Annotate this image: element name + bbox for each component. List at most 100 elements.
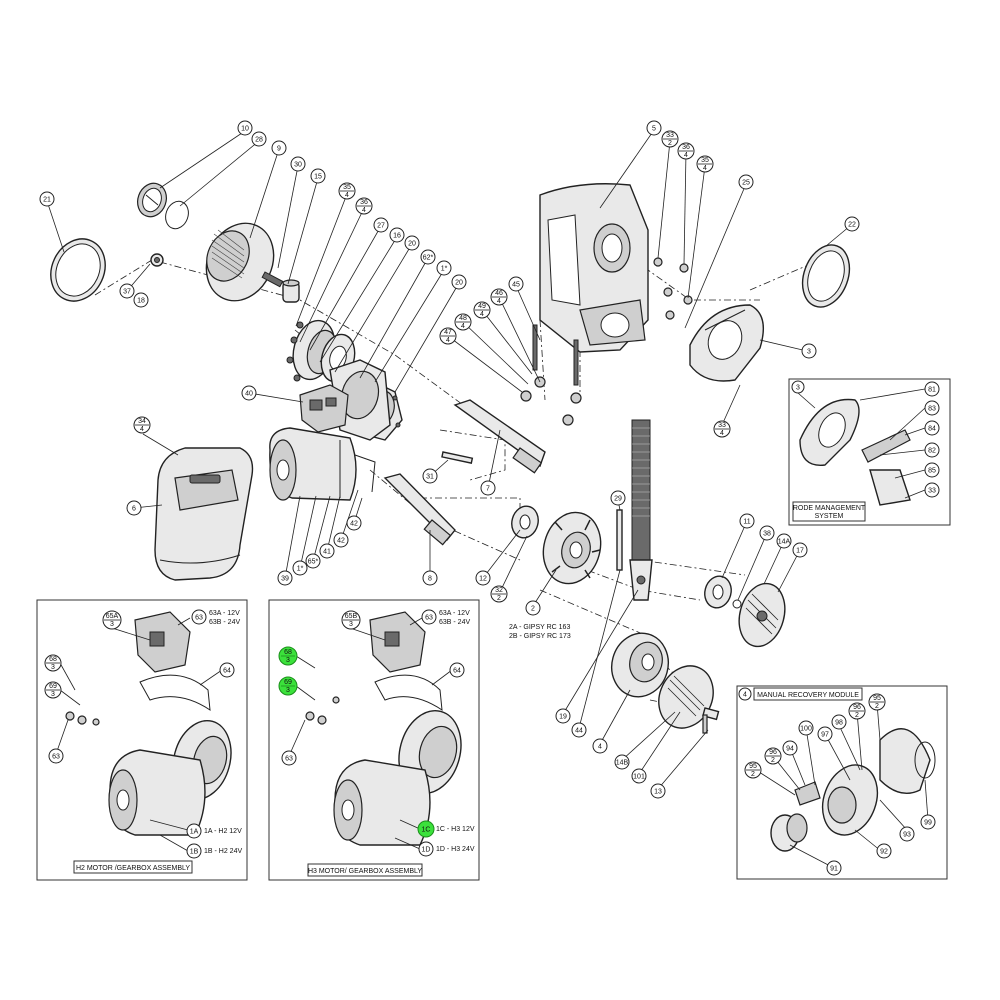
svg-text:3: 3	[51, 664, 55, 671]
svg-text:16: 16	[393, 233, 401, 240]
svg-text:3: 3	[286, 687, 290, 694]
svg-text:2: 2	[771, 757, 775, 764]
callout-20-a: 20	[404, 235, 420, 251]
recovery-callouts: 4 952 962 94 100 97 98 962 952 93 99 92 …	[738, 687, 936, 876]
part-washer-37-18	[150, 253, 164, 267]
svg-text:41: 41	[323, 549, 331, 556]
callout-62: 62*	[420, 249, 436, 265]
recovery-callout-91: 91	[826, 860, 842, 876]
svg-text:93: 93	[903, 832, 911, 839]
callout-17: 17	[792, 542, 808, 558]
callout-3: 3	[801, 343, 817, 359]
part-seal-ring-21	[50, 238, 106, 302]
svg-text:14A: 14A	[778, 539, 791, 546]
svg-text:2: 2	[497, 595, 501, 602]
svg-text:65A: 65A	[106, 613, 119, 620]
callout-47-4: 474	[439, 327, 457, 345]
callout-40: 40	[241, 385, 257, 401]
h3-assembly-frame	[268, 599, 480, 881]
h3-title: H3 MOTOR/ GEARBOX ASSEMBLY	[308, 868, 422, 875]
callout-4: 4	[592, 738, 608, 754]
callout-11: 11	[739, 513, 755, 529]
callout-49-4: 494	[473, 301, 491, 319]
callout-27: 27	[373, 217, 389, 233]
callout-48-4: 484	[454, 313, 472, 331]
svg-text:2: 2	[855, 712, 859, 719]
svg-text:63: 63	[52, 754, 60, 761]
callout-45: 45	[508, 276, 524, 292]
part-cover-plate-3	[689, 304, 764, 382]
svg-text:12: 12	[479, 576, 487, 583]
svg-text:33: 33	[718, 422, 726, 429]
callout-19: 19	[555, 708, 571, 724]
h2-label-63b: 63B - 24V	[209, 619, 240, 626]
callout-14a: 14A	[776, 533, 792, 549]
svg-text:84: 84	[928, 426, 936, 433]
svg-text:1D: 1D	[422, 847, 431, 854]
callout-30: 30	[290, 156, 306, 172]
svg-text:14B: 14B	[616, 760, 629, 767]
h2-callout-69: 693	[44, 681, 62, 699]
part-shaft-8	[383, 473, 456, 546]
svg-text:38: 38	[763, 531, 771, 538]
svg-text:2: 2	[751, 771, 755, 778]
svg-text:100: 100	[800, 726, 812, 733]
part-gipsy-2	[542, 511, 602, 585]
svg-text:33: 33	[928, 488, 936, 495]
svg-text:25: 25	[742, 180, 750, 187]
svg-text:30: 30	[294, 162, 302, 169]
svg-text:92: 92	[880, 849, 888, 856]
svg-text:3: 3	[807, 349, 811, 356]
svg-text:2A - GIPSY RC 163: 2A - GIPSY RC 163	[509, 624, 570, 631]
callout-65-star: 65*	[305, 553, 321, 569]
part-bolt-13	[702, 707, 720, 734]
h2-callout-1b: 1B	[186, 843, 202, 859]
callout-25: 25	[738, 174, 754, 190]
svg-text:65B: 65B	[345, 613, 358, 620]
svg-text:8: 8	[428, 576, 432, 583]
svg-text:4: 4	[743, 692, 747, 699]
callout-33-4: 334	[713, 420, 731, 438]
svg-text:5: 5	[652, 126, 656, 133]
callout-39: 39	[277, 570, 293, 586]
svg-text:63: 63	[425, 615, 433, 622]
callout-15: 15	[310, 168, 326, 184]
svg-text:35: 35	[343, 184, 351, 191]
svg-text:3: 3	[110, 621, 114, 628]
svg-text:1A: 1A	[190, 829, 199, 836]
svg-text:34: 34	[138, 418, 146, 425]
svg-text:9: 9	[277, 146, 281, 153]
part-cap-17	[738, 582, 786, 648]
recovery-callout-99: 99	[920, 814, 936, 830]
h3-callout-1c: 1C	[417, 820, 435, 838]
h3-callout-highlight-2: 693	[278, 676, 298, 696]
callout-8: 8	[422, 570, 438, 586]
svg-text:82: 82	[928, 448, 936, 455]
recovery-callout-96-b: 962	[848, 702, 866, 720]
svg-text:7: 7	[486, 486, 490, 493]
callout-5: 5	[646, 120, 662, 136]
rode-callout-83: 83	[924, 400, 940, 416]
h2-callout-1a: 1A	[186, 823, 202, 839]
svg-text:95: 95	[873, 695, 881, 702]
svg-text:99: 99	[924, 820, 932, 827]
callout-34-4: 344	[133, 416, 151, 434]
rode-callout-82: 82	[924, 442, 940, 458]
svg-text:40: 40	[245, 391, 253, 398]
recovery-module-frame	[736, 685, 948, 880]
svg-text:4: 4	[598, 744, 602, 751]
part-hub-11-38	[704, 575, 742, 609]
callout-1-star: 1*	[436, 260, 452, 276]
svg-text:4: 4	[684, 152, 688, 159]
svg-text:91: 91	[830, 866, 838, 873]
part-cover-6	[154, 447, 254, 581]
svg-text:36: 36	[360, 199, 368, 206]
svg-text:1C: 1C	[422, 827, 431, 834]
callout-33-2: 332	[661, 130, 679, 148]
part-key-31	[441, 451, 474, 464]
part-relay-40	[299, 384, 349, 433]
part-oring-28	[165, 200, 189, 230]
svg-text:35: 35	[701, 157, 709, 164]
svg-text:48: 48	[459, 315, 467, 322]
